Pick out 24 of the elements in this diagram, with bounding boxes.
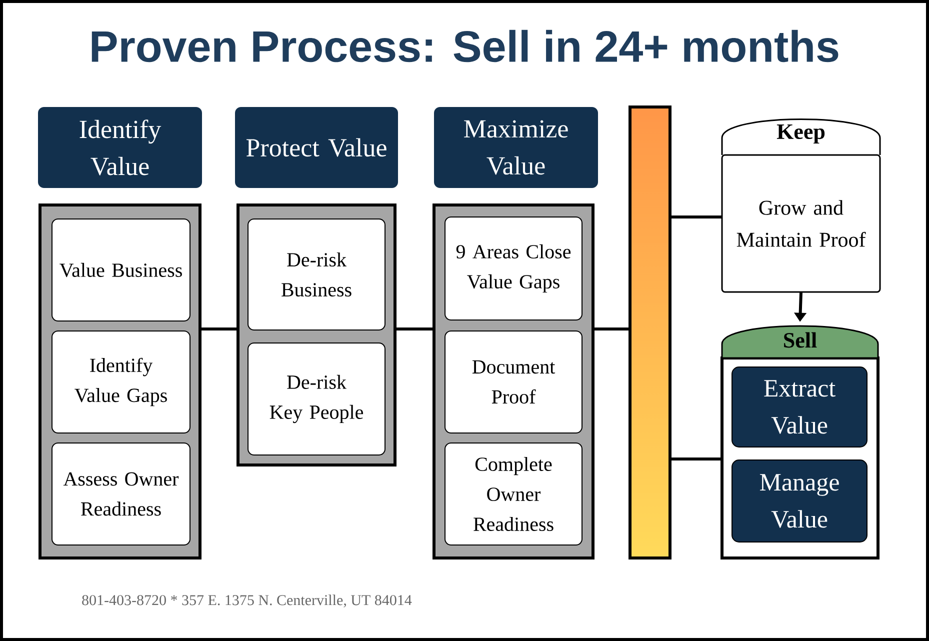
step-box: Assess Owner Readiness	[52, 442, 190, 546]
step-box: Value Business	[52, 218, 190, 322]
step-box: Identify Value Gaps	[52, 330, 190, 434]
step-box: Complete Owner Readiness	[444, 442, 582, 546]
step-box: Document Proof	[444, 330, 582, 434]
step-box: 9 Areas Close Value Gaps	[444, 216, 582, 320]
connector	[672, 458, 722, 460]
dark-box: Manage Value	[732, 460, 868, 542]
connector	[672, 216, 722, 218]
title: Proven Process: Sell in 24+ months	[92, 30, 838, 62]
header-box: Identify Value	[38, 107, 202, 188]
keep-box: Keep Grow and Maintain Proof	[721, 118, 881, 293]
dark-box: Extract Value	[732, 366, 868, 448]
step-box: De-risk Key People	[248, 342, 386, 456]
connector	[594, 328, 628, 330]
node-label: Keep	[776, 124, 825, 144]
header-box: Maximize Value	[434, 107, 598, 188]
contact-line: 801-403-8720 * 357 E. 1375 N. Centerville, UT 84014	[82, 594, 412, 608]
header-box: Protect Value	[235, 107, 398, 188]
connector	[202, 328, 236, 330]
connector	[396, 328, 432, 330]
node-label: Sell	[784, 332, 817, 348]
step-box: De-risk Business	[248, 218, 386, 330]
vertical-bar	[628, 106, 672, 560]
